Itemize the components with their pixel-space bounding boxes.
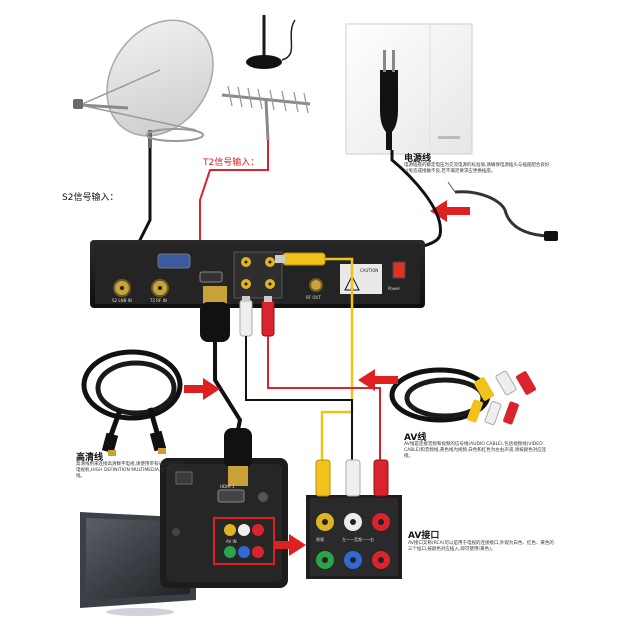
power-switch-label: Power (388, 286, 400, 291)
arrow-icon (358, 369, 398, 391)
t2-input-label: T2信号输入： (203, 158, 260, 168)
power-cable-icon (447, 181, 558, 241)
hdmi-cable-coil-icon (81, 349, 183, 456)
hdmi-cable (213, 342, 243, 431)
av-cable-desc: AV线是连接音频和视频的信号线(AUDIO CABLE),包括视频线(VIDEO… (404, 442, 547, 459)
arrow-icon (430, 200, 470, 222)
tv-back-panel (160, 458, 288, 588)
s2-port-label: S2 LNB IN (112, 298, 132, 303)
power-cable-desc: 电源插座的额定电压为交流电源的标准值,请确保电源插头与插座配合良好,以免造成接触… (404, 163, 551, 174)
av-audio-label: 左——音频——右 (342, 536, 374, 542)
red-cable (267, 336, 381, 460)
yagi-antenna-icon (221, 85, 311, 141)
hdmi-cable-title: 高清线 (76, 453, 104, 463)
red-audio-plug (261, 296, 275, 337)
tv-hdmi-label: HDMI 1 (220, 484, 235, 489)
hdmi-cable-desc: 高清线用来连接高清数字电视,请使用带有HDMI接口的电视机,HIGH DEFIN… (76, 462, 186, 479)
white-audio-plug (239, 296, 253, 337)
hdmi-plug-bottom (224, 428, 252, 486)
rca-plugs-vertical (315, 459, 389, 497)
arrow-icon (184, 378, 220, 400)
satellite-dish-icon (73, 19, 214, 148)
wall-socket-icon (345, 23, 473, 155)
hdmi-plug-top (200, 286, 230, 342)
power-plug-icon (380, 50, 398, 150)
indoor-antenna-icon (246, 15, 296, 69)
t2-port-label: T2 RF IN (149, 298, 167, 303)
rf-out-label: RF OUT (306, 295, 321, 300)
av-port-desc: AV接口又称(RCA)可以是用于电视的连接接口,外观为白色、红色、黄色的三个插口… (408, 541, 554, 552)
white-cable (245, 336, 353, 460)
av-port-title: AV接口 (408, 531, 440, 541)
power-cable-title: 电源线 (404, 154, 432, 164)
tv-av-label: AV IN (226, 539, 237, 544)
receiver-box (90, 240, 425, 308)
warning-label: CAUTION (360, 268, 378, 273)
av-cable-title: AV线 (404, 433, 427, 443)
av-video-label: 视频 (316, 536, 324, 542)
s2-input-label: S2信号输入： (62, 193, 119, 203)
av-cable-coil-icon (389, 367, 536, 425)
arrow-icon (274, 534, 306, 556)
av-port-panel (306, 495, 402, 579)
